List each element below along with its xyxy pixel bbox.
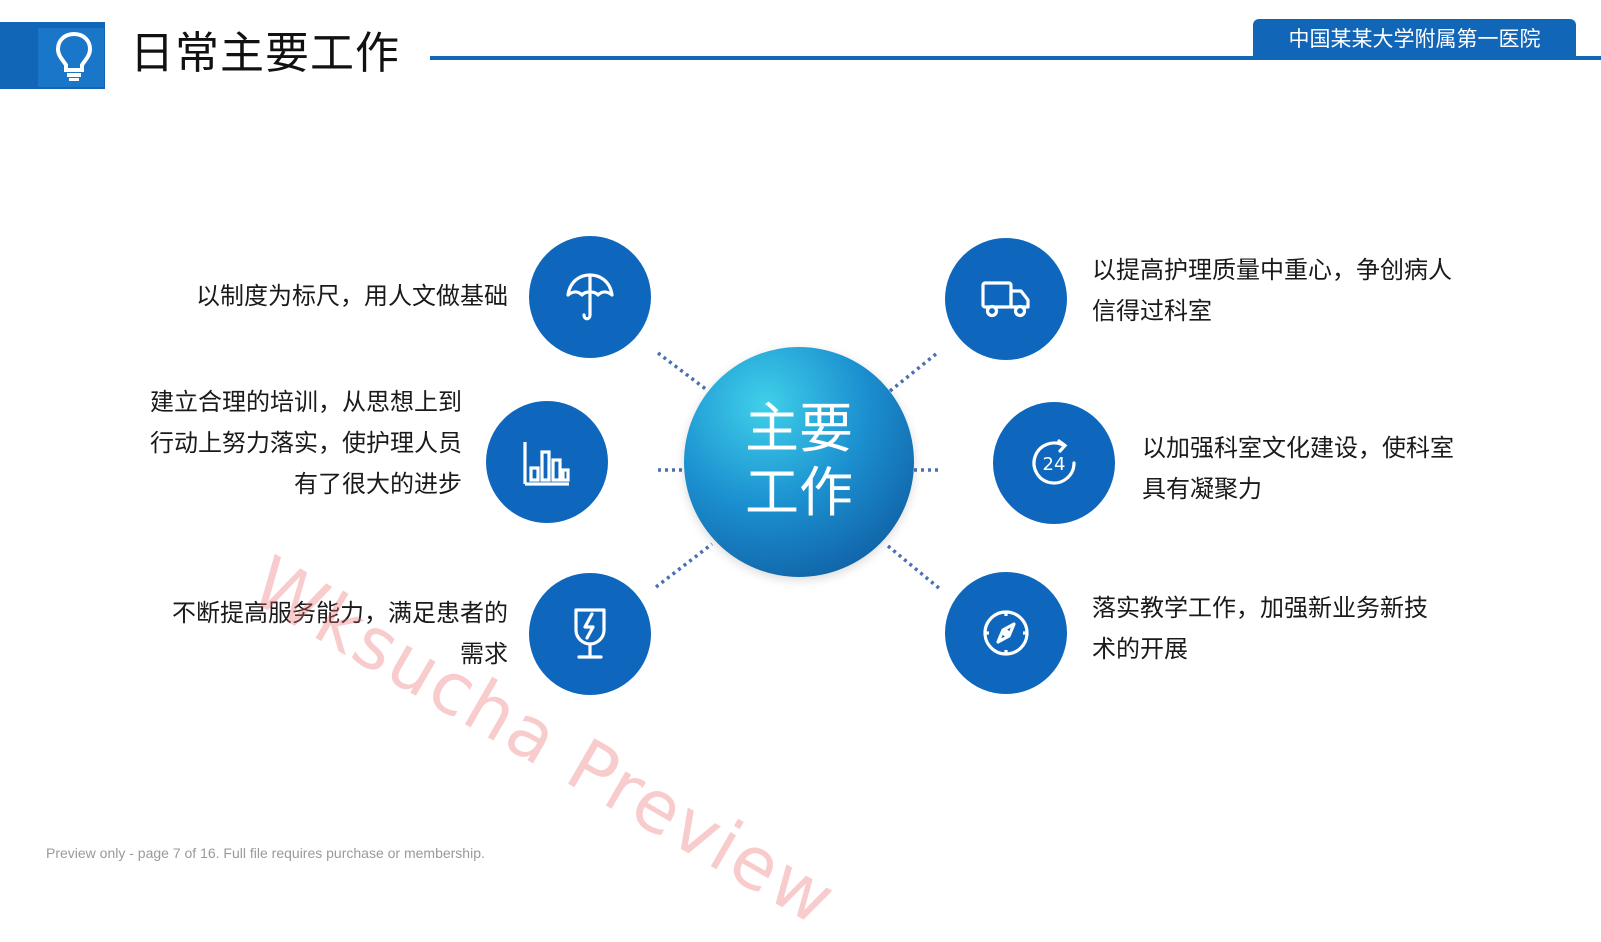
- center-text-line2: 工作: [745, 461, 853, 524]
- label-item-2-line1: 建立合理的培训，从思想上到: [150, 388, 462, 416]
- label-item-6-line2: 术的开展: [1092, 635, 1188, 663]
- svg-text:24: 24: [1043, 454, 1066, 475]
- label-item-2: 建立合理的培训，从思想上到 行动上努力落实，使护理人员 有了很大的进步: [90, 382, 462, 505]
- label-item-5: 以加强科室文化建设，使科室 具有凝聚力: [1142, 428, 1562, 510]
- preview-footer: Preview only - page 7 of 16. Full file r…: [46, 845, 485, 861]
- header-icon-box: [0, 22, 105, 89]
- truck-icon: [981, 281, 1030, 318]
- header-icon-bg: [38, 28, 104, 87]
- label-item-4-line1: 以提高护理质量中重心，争创病人: [1092, 256, 1452, 284]
- compass-icon: [983, 610, 1029, 656]
- shield-lightning-icon: [574, 608, 606, 659]
- connector-lines: [654, 351, 942, 591]
- node-bar-chart: [486, 401, 608, 523]
- label-item-6: 落实教学工作，加强新业务新技 术的开展: [1092, 588, 1512, 670]
- node-shield: [529, 573, 651, 695]
- label-item-2-line2: 行动上努力落实，使护理人员: [150, 429, 462, 457]
- clock-24-icon: 24: [1032, 439, 1076, 485]
- page-title: 日常主要工作: [130, 28, 400, 79]
- center-circle: 主要 工作: [684, 347, 914, 577]
- node-clock: 24: [993, 402, 1115, 524]
- label-item-3-line1: 不断提高服务能力，满足患者的: [172, 599, 508, 627]
- header-divider: [430, 56, 1601, 60]
- label-item-4-line2: 信得过科室: [1092, 297, 1212, 325]
- label-item-5-line2: 具有凝聚力: [1142, 475, 1262, 503]
- label-item-1: 以制度为标尺，用人文做基础: [196, 282, 508, 310]
- connector-bottom-right: [886, 544, 942, 591]
- connector-bottom-left: [654, 542, 714, 589]
- label-item-4: 以提高护理质量中重心，争创病人 信得过科室: [1092, 250, 1532, 332]
- label-item-6-line1: 落实教学工作，加强新业务新技: [1092, 594, 1428, 622]
- umbrella-icon: [566, 273, 614, 321]
- label-item-3-line2: 需求: [460, 640, 508, 668]
- connector-top-right: [888, 352, 938, 393]
- label-item-3: 不断提高服务能力，满足患者的 需求: [110, 593, 508, 675]
- label-item-2-line3: 有了很大的进步: [294, 470, 462, 498]
- center-text-line1: 主要: [745, 397, 853, 460]
- node-truck: [945, 238, 1067, 360]
- node-umbrella: [529, 236, 651, 358]
- label-item-5-line1: 以加强科室文化建设，使科室: [1142, 434, 1454, 462]
- hospital-tab: 中国某某大学附属第一医院: [1253, 19, 1576, 59]
- connector-top-left: [656, 351, 709, 392]
- node-compass: [945, 572, 1067, 694]
- lightbulb-icon: [55, 31, 93, 81]
- bar-chart-icon: [523, 442, 570, 486]
